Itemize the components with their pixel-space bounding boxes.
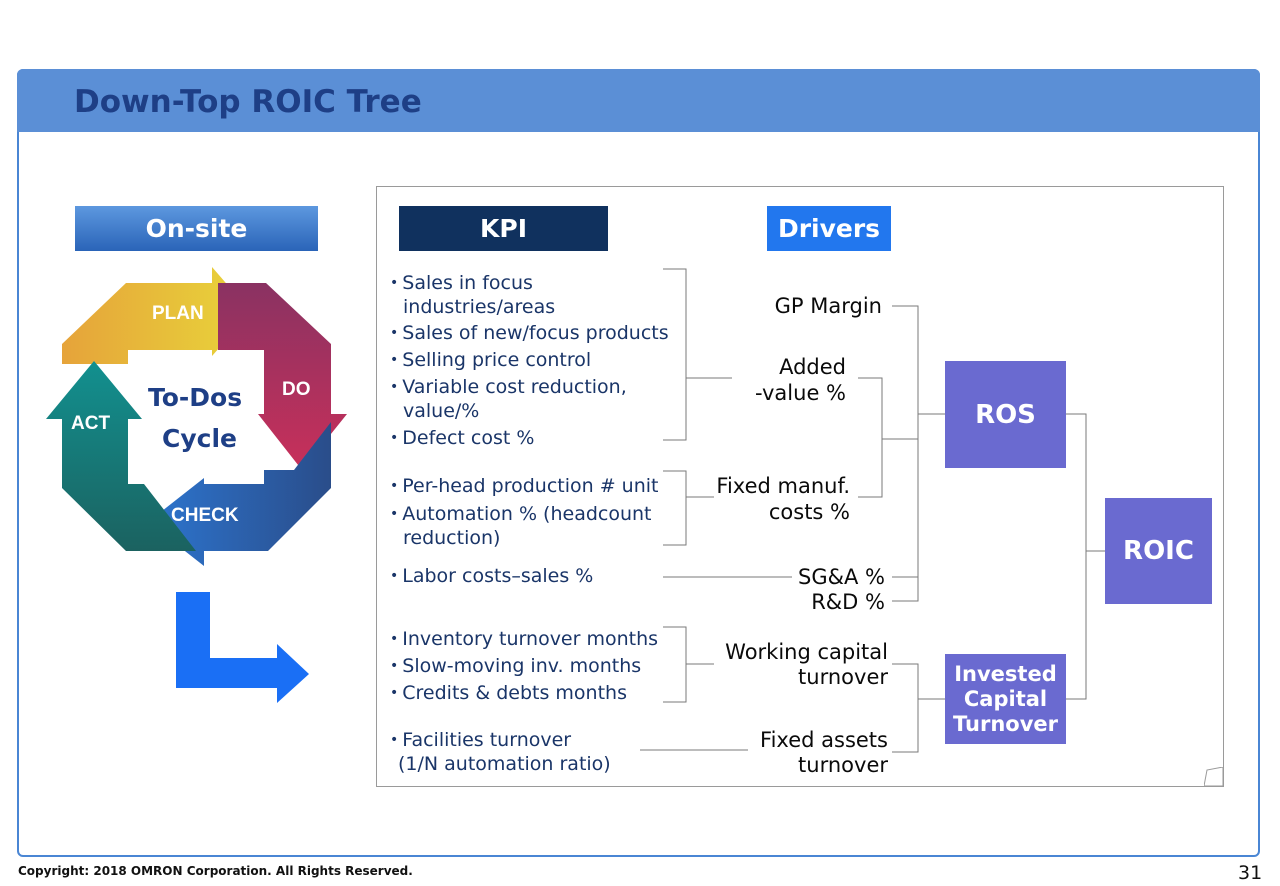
kpi-item: reduction) — [403, 527, 501, 549]
kpi-item: •Sales of new/focus products — [390, 322, 669, 344]
kpi-item: •Credits & debts months — [390, 682, 627, 704]
kpi-item: •Slow-moving inv. months — [390, 655, 642, 677]
header-onsite: On-site — [75, 206, 318, 251]
invested-line3: Turnover — [953, 711, 1058, 736]
page-title: Down-Top ROIC Tree — [74, 84, 422, 120]
invested-line2: Capital — [963, 686, 1048, 711]
header-drivers: Drivers — [767, 206, 891, 251]
driver-fixed-manuf: Fixed manuf. — [716, 474, 850, 498]
ros-box: ROS — [945, 361, 1066, 468]
driver-fixed-assets: Fixed assets — [760, 728, 888, 752]
l-arrow-icon — [170, 588, 315, 706]
header-kpi: KPI — [399, 206, 608, 251]
driver-fixed-assets-turnover: turnover — [798, 753, 888, 777]
kpi-item: •Inventory turnover months — [390, 628, 659, 650]
driver-fixed-manuf-costs: costs % — [768, 500, 850, 524]
check-label: CHECK — [171, 505, 239, 526]
plan-label: PLAN — [152, 303, 204, 324]
title-bar — [17, 69, 1260, 132]
kpi-item: •Automation % (headcount — [390, 503, 652, 525]
kpi-item: •Defect cost % — [390, 427, 535, 449]
cycle-center-line1: To-Dos — [148, 383, 243, 412]
roic-box: ROIC — [1105, 498, 1212, 604]
kpi-item: value/% — [403, 400, 480, 422]
page-curl-icon — [1204, 767, 1224, 787]
driver-working-capital-turnover: turnover — [798, 665, 888, 689]
kpi-item: •Labor costs–sales % — [390, 565, 594, 587]
driver-added: Added — [779, 355, 846, 379]
kpi-item: •Sales in focus — [390, 272, 533, 294]
kpi-item: industries/areas — [403, 296, 556, 318]
driver-working-capital: Working capital — [725, 640, 888, 664]
cycle-center-line2: Cycle — [162, 424, 237, 453]
copyright-text: Copyright: 2018 OMRON Corporation. All R… — [18, 864, 413, 878]
driver-added-value: -value % — [754, 381, 846, 405]
invested-capital-turnover-box: Invested Capital Turnover — [945, 654, 1066, 744]
page-number: 31 — [1238, 862, 1263, 884]
driver-sga: SG&A % — [798, 565, 885, 589]
kpi-item: •Per-head production # unit — [390, 475, 659, 497]
cycle-octagon-icon: PLAN DO CHECK ACT To-Dos Cycle — [44, 264, 350, 570]
do-label: DO — [282, 379, 311, 400]
kpi-item: •Selling price control — [390, 349, 592, 371]
driver-gp-margin: GP Margin — [774, 294, 882, 318]
kpi-item: •Facilities turnover — [390, 729, 572, 751]
kpi-item: •Variable cost reduction, — [390, 376, 627, 398]
driver-rnd: R&D % — [811, 590, 885, 614]
kpi-item: (1/N automation ratio) — [398, 753, 611, 775]
invested-line1: Invested — [954, 661, 1057, 686]
act-label: ACT — [71, 413, 111, 434]
